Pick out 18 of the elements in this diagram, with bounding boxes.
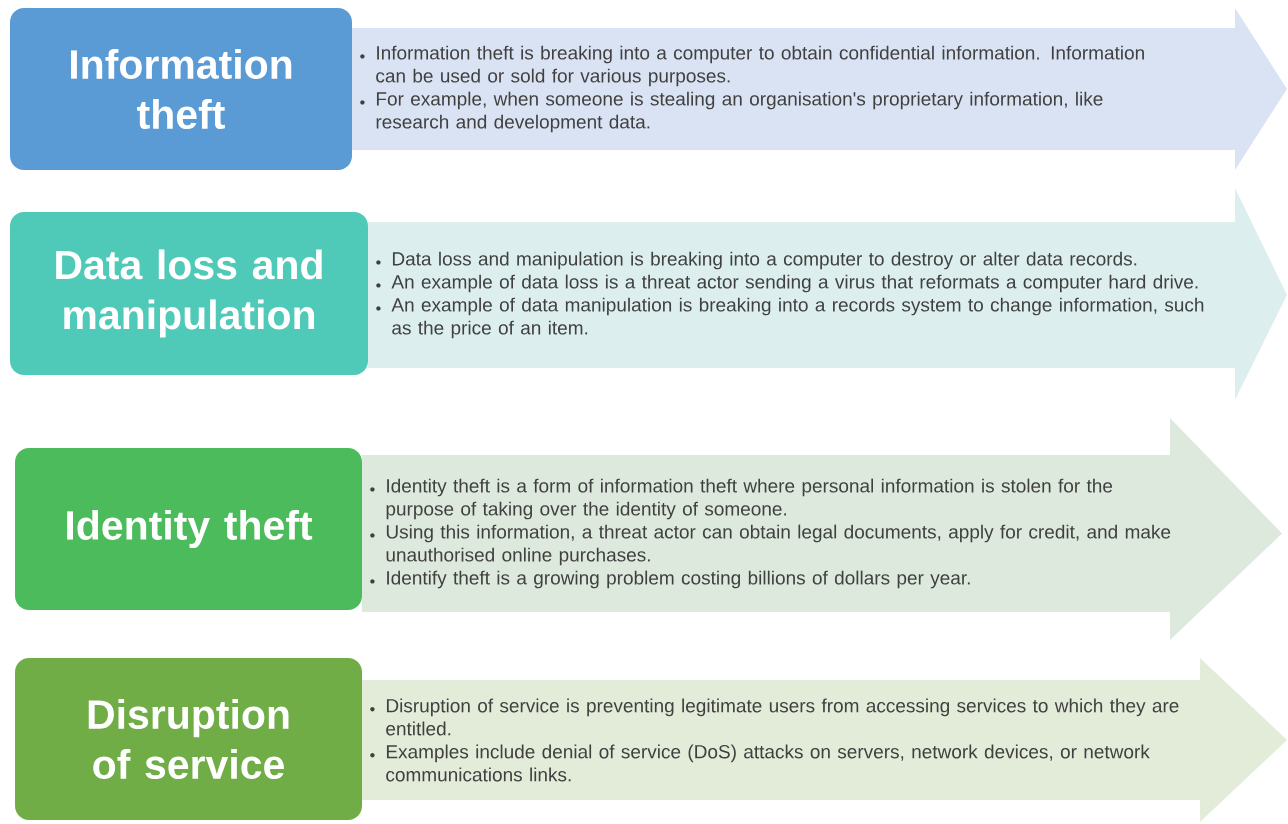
bullet-text: Using this information, a threat actor can obtain legal documents, apply for credit, and make unauthorised online purchases.	[370, 524, 1171, 566]
bullet-text: Disruption of service is preventing legitimate users from accessing services to which they are entitled.	[370, 698, 1179, 736]
bullet-text: Identity theft is a form of information theft where personal information is stolen for the purpose of taking over the identity of someone.	[370, 478, 1113, 520]
arrow-shape	[362, 418, 1282, 640]
bullet-text: Identify theft is a growing problem costing billions of dollars per year.	[370, 570, 970, 589]
heading-box: Identity theft	[15, 448, 362, 610]
heading-box: Disruption of service	[15, 658, 362, 820]
arrow-shape	[362, 658, 1287, 822]
heading-box: Information theft	[10, 8, 352, 170]
bullet-text: For example, when someone is stealing an organisation's proprietary information, like research and development data.	[360, 91, 1103, 133]
arrow-shape	[368, 188, 1287, 400]
arrow-shape	[352, 8, 1287, 170]
bullet-text: An example of data manipulation is breaking into a records system to change information, such as the price of an item.	[376, 297, 1204, 339]
heading-box: Data loss and manipulation	[10, 212, 368, 375]
bullet-text: Information theft is breaking into a computer to obtain confidential information. Information can be used or sold for various purposes.	[360, 45, 1144, 87]
bullet-text: Examples include denial of service (DoS) attacks on servers, network devices, or network communications links.	[370, 744, 1150, 782]
bullet-text: An example of data loss is a threat actor sending a virus that reformats a computer hard drive.	[376, 274, 1198, 293]
bullet-text: Data loss and manipulation is breaking into a computer to destroy or alter data records.	[376, 251, 1137, 270]
